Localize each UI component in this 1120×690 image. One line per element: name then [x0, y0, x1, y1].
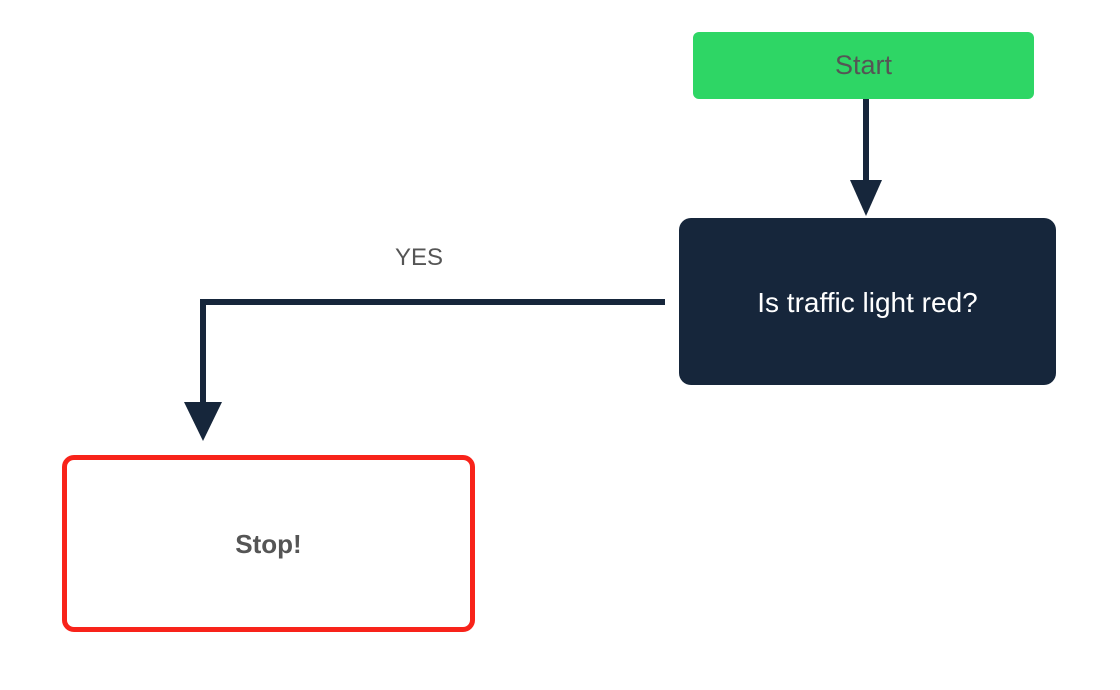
edge-decision-to-stop-arrowhead — [184, 402, 222, 441]
edge-label-yes: YES — [395, 244, 444, 271]
node-stop[interactable]: Stop! — [62, 455, 475, 632]
edge-decision-to-stop — [184, 299, 665, 441]
edge-start-to-decision-arrowhead — [850, 180, 882, 216]
edge-start-to-decision — [850, 99, 882, 216]
node-decision[interactable]: Is traffic light red? — [679, 218, 1056, 385]
node-start-label: Start — [834, 49, 893, 80]
node-start[interactable]: Start — [693, 32, 1034, 99]
node-stop-label: Stop! — [235, 529, 302, 559]
node-decision-label: Is traffic light red? — [757, 287, 978, 318]
edge-decision-to-stop-shaft — [200, 299, 665, 405]
